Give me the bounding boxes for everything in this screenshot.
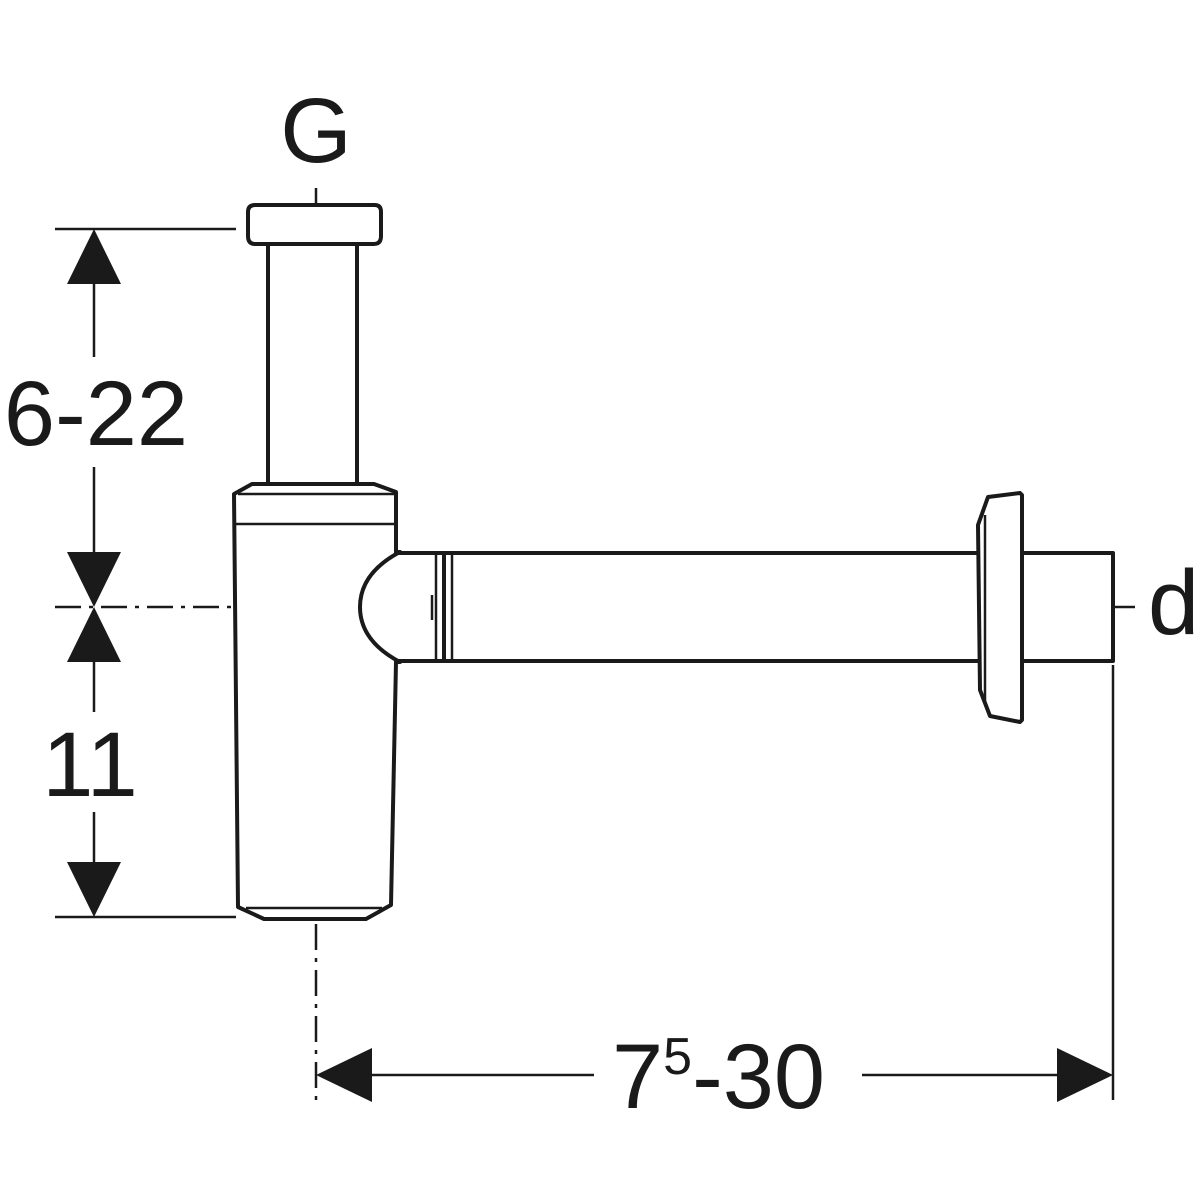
label-height-upper: 6-22	[4, 363, 188, 465]
label-length-rest: -30	[692, 1026, 825, 1128]
arrow-right	[1057, 1048, 1113, 1102]
arrow-down-bottom	[67, 862, 121, 917]
wall-rosette	[976, 491, 1024, 724]
inlet-tube	[266, 242, 359, 490]
label-diameter-d: d	[1148, 552, 1199, 654]
arrow-left	[316, 1048, 372, 1102]
label-height-lower: 11	[42, 714, 138, 816]
arrow-up-lower	[67, 607, 121, 662]
outlet-joint	[358, 551, 446, 663]
arrow-down-upper	[67, 552, 121, 607]
arrow-up-top	[67, 229, 121, 284]
label-thread-g: G	[280, 80, 352, 182]
outlet-pipe	[394, 551, 998, 663]
label-length-superscript: 5	[663, 1028, 692, 1086]
label-length: 75-30	[612, 1026, 825, 1128]
trap-body	[232, 482, 402, 921]
label-length-base: 7	[612, 1026, 663, 1128]
outlet-pipe-end	[1020, 551, 1115, 663]
top-nut	[246, 203, 383, 246]
